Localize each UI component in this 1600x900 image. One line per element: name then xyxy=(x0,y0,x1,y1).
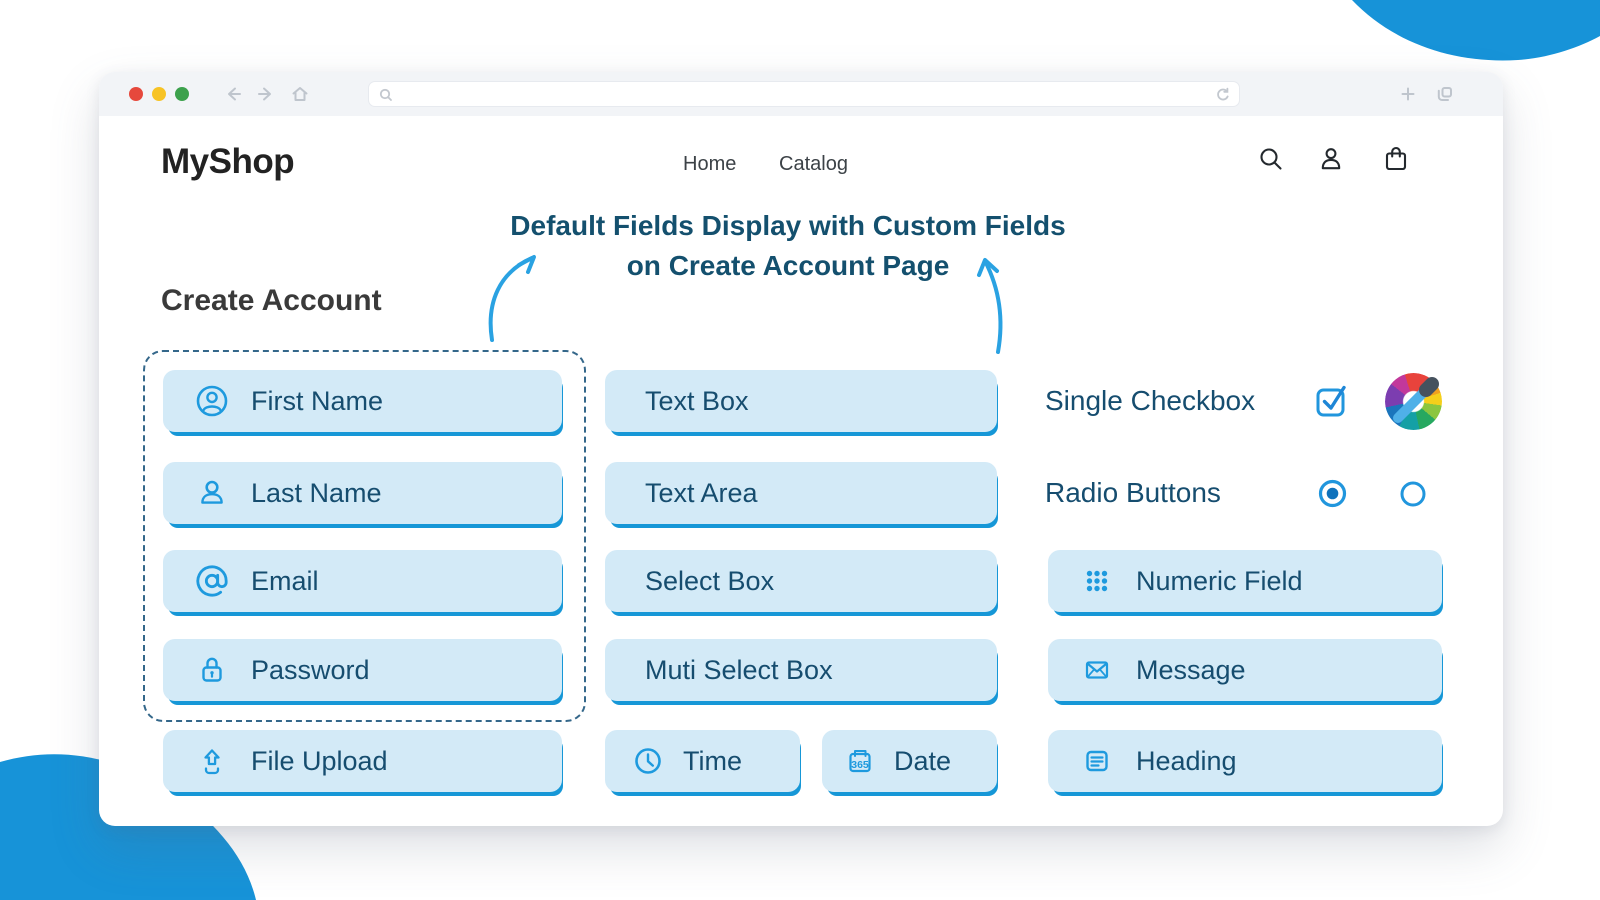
site-logo[interactable]: MyShop xyxy=(161,142,295,181)
field-label: Email xyxy=(251,565,319,596)
browser-chrome xyxy=(99,72,1503,116)
eyedropper-icon xyxy=(1393,377,1439,423)
field-label: Heading xyxy=(1136,745,1237,776)
field-password[interactable]: Password xyxy=(163,639,562,701)
field-label: Password xyxy=(251,654,370,685)
single-checkbox-label: Single Checkbox xyxy=(1045,385,1256,416)
field-select-box[interactable]: Select Box xyxy=(605,550,997,612)
url-bar[interactable] xyxy=(368,81,1240,107)
field-label: Date xyxy=(894,745,952,776)
field-file-upload[interactable]: File Upload xyxy=(163,730,562,792)
maximize-button[interactable] xyxy=(175,87,189,101)
field-label: Select Box xyxy=(645,565,775,596)
refresh-icon[interactable] xyxy=(1214,86,1231,103)
field-last-name[interactable]: Last Name xyxy=(163,462,562,524)
field-label: Last Name xyxy=(251,477,382,508)
field-numeric[interactable]: Numeric Field xyxy=(1048,550,1442,612)
field-label: Numeric Field xyxy=(1136,565,1303,596)
field-label: Message xyxy=(1136,654,1246,685)
annotation-title: Default Fields Display with Custom Field… xyxy=(288,206,1288,286)
minimize-button[interactable] xyxy=(152,87,166,101)
search-icon[interactable] xyxy=(1257,145,1285,173)
user-circle-icon xyxy=(195,384,229,418)
default-fields-group xyxy=(143,350,586,722)
forward-icon[interactable] xyxy=(255,84,275,109)
field-label: First Name xyxy=(251,385,384,416)
radio-selected-icon[interactable] xyxy=(1318,479,1347,513)
blob-top-right xyxy=(1352,0,1600,61)
cart-bag-icon[interactable] xyxy=(1382,145,1410,173)
browser-window: MyShop Home Catalog Default Fields Displ… xyxy=(99,72,1503,826)
color-picker-wheel-icon[interactable] xyxy=(1385,373,1442,430)
field-time[interactable]: Time xyxy=(605,730,800,792)
field-label: Text Box xyxy=(645,385,749,416)
close-button[interactable] xyxy=(129,87,143,101)
field-label: File Upload xyxy=(251,745,388,776)
calendar-365-icon: 365 xyxy=(842,743,878,779)
field-date[interactable]: 365 Date xyxy=(822,730,997,792)
radio-buttons-label: Radio Buttons xyxy=(1045,477,1221,508)
field-email[interactable]: Email xyxy=(163,550,562,612)
account-icon[interactable] xyxy=(1317,145,1345,173)
lock-icon xyxy=(195,653,229,687)
field-first-name[interactable]: First Name xyxy=(163,370,562,432)
nav-link-catalog[interactable]: Catalog xyxy=(779,153,848,175)
home-icon[interactable] xyxy=(290,84,310,109)
field-message[interactable]: Message xyxy=(1048,639,1442,701)
field-label: Time xyxy=(683,745,742,776)
upload-icon xyxy=(195,744,229,778)
heading-doc-icon xyxy=(1080,744,1114,778)
svg-text:365: 365 xyxy=(851,759,869,771)
new-tab-icon[interactable] xyxy=(1399,85,1417,108)
at-sign-icon xyxy=(195,564,229,598)
nav-link-home[interactable]: Home xyxy=(683,153,737,175)
field-heading[interactable]: Heading xyxy=(1048,730,1442,792)
user-icon xyxy=(195,476,229,510)
field-label: Muti Select Box xyxy=(645,654,833,685)
url-search-icon xyxy=(379,88,392,101)
field-text-area[interactable]: Text Area xyxy=(605,462,997,524)
page-title: Create Account xyxy=(161,284,382,317)
field-text-box[interactable]: Text Box xyxy=(605,370,997,432)
annotation-title-line2: on Create Account Page xyxy=(626,250,950,281)
clock-icon xyxy=(631,744,665,778)
checkbox-checked-icon[interactable] xyxy=(1313,380,1349,423)
back-icon[interactable] xyxy=(224,84,244,109)
annotation-title-line1: Default Fields Display with Custom Field… xyxy=(510,210,1066,241)
dots-grid-icon xyxy=(1080,564,1114,598)
radio-unselected-icon[interactable] xyxy=(1400,481,1426,512)
envelope-icon xyxy=(1080,653,1114,687)
tab-overview-icon[interactable] xyxy=(1436,85,1454,108)
field-label: Text Area xyxy=(645,477,758,508)
field-multi-select-box[interactable]: Muti Select Box xyxy=(605,639,997,701)
